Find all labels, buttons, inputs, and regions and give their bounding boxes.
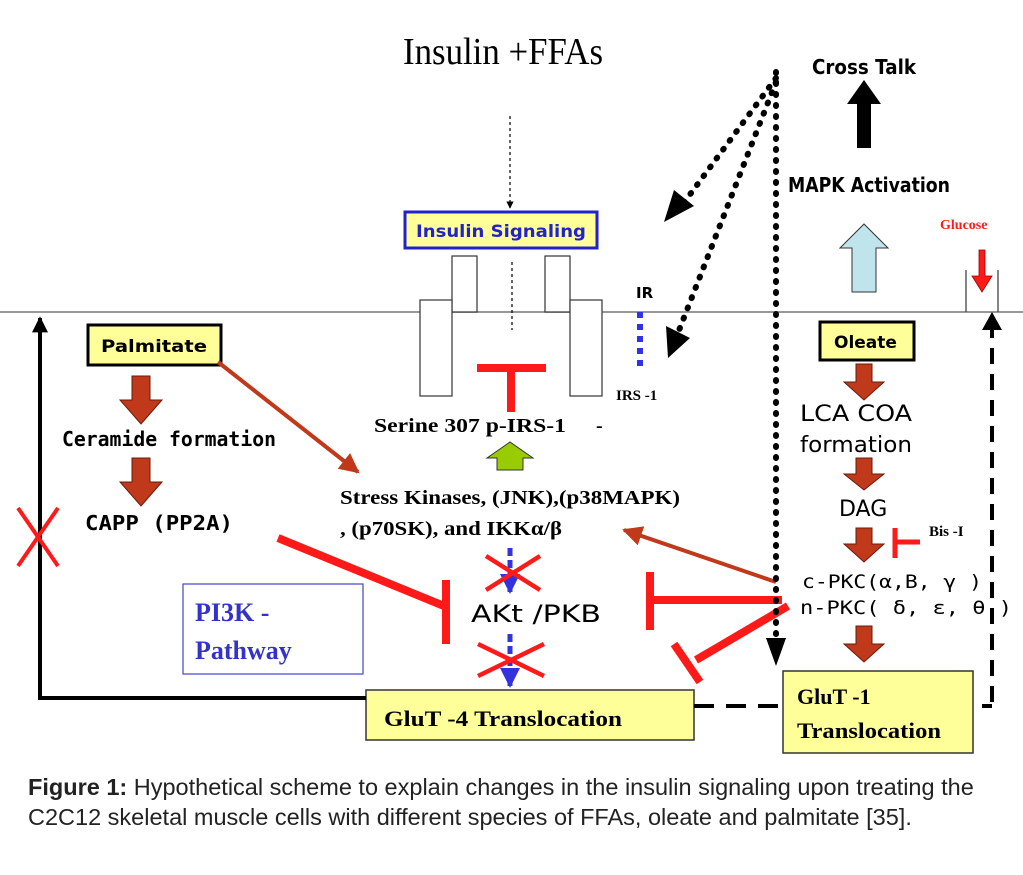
oleate-label: Oleate bbox=[834, 333, 897, 353]
npkc-label: n-PKC( δ, ε, θ ) bbox=[800, 597, 1012, 619]
capp-label: CAPP (PP2A) bbox=[85, 511, 233, 535]
caption-label: Figure 1: bbox=[28, 774, 128, 800]
glut1-label-line1: GluT -1 bbox=[797, 684, 871, 709]
stress-kinases-line1: Stress Kinases, (JNK),(p38MAPK) bbox=[340, 487, 680, 509]
insulin-receptor bbox=[419, 255, 603, 397]
akt-label: AKt /PKB bbox=[471, 600, 601, 628]
glut4-loop-block-x bbox=[16, 506, 60, 568]
palmitate-to-ceramide-arrow bbox=[118, 375, 164, 425]
glucose-entry-arrow bbox=[971, 249, 993, 293]
figure-caption: Figure 1: Hypothetical scheme to explain… bbox=[28, 772, 998, 832]
pkc-inhibits-glut4 bbox=[670, 602, 791, 685]
dag-to-pkc-arrow bbox=[842, 527, 886, 563]
green-up-arrow bbox=[485, 441, 535, 471]
pi3k-label-line2: Pathway bbox=[195, 636, 292, 665]
lca-label-line1: LCA COA bbox=[800, 402, 912, 427]
glut1-translocation-box bbox=[782, 670, 974, 754]
pkc-inhibits-akt bbox=[646, 572, 782, 630]
capp-inhibits-akt bbox=[276, 534, 450, 644]
ceramide-to-capp-arrow bbox=[118, 457, 164, 507]
serine-inhibition-bar bbox=[477, 364, 546, 412]
irs1-label: IRS -1 bbox=[616, 388, 657, 404]
crosstalk-arrowhead-2 bbox=[666, 326, 690, 358]
insulin-signaling-label: Insulin Signaling bbox=[416, 222, 586, 242]
insulin-signaling-box bbox=[403, 210, 599, 250]
glut1-loop-arrowhead bbox=[982, 312, 1002, 330]
glucose-label: Glucose bbox=[940, 218, 987, 233]
glut4-membrane-loop-arrow bbox=[32, 316, 366, 700]
lca-to-dag-arrow bbox=[842, 457, 886, 491]
akt-upstream-block-x bbox=[484, 554, 542, 592]
glut4-label: GluT -4 Translocation bbox=[384, 706, 622, 731]
oleate-to-mapk-arrow bbox=[838, 223, 890, 293]
pi3k-pathway-box bbox=[182, 583, 364, 675]
crosstalk-dotted-arrows bbox=[673, 69, 779, 643]
cpkc-label: c-PKC(α,B, γ ) bbox=[802, 571, 982, 593]
stress-kinases-line2: , (p70SK), and IKKα/β bbox=[340, 518, 562, 540]
serine-dash: - bbox=[596, 415, 603, 437]
lca-label-line2: formation bbox=[800, 433, 912, 458]
glut4-translocation-box bbox=[365, 689, 695, 741]
crosstalk-arrowhead-3 bbox=[766, 638, 786, 666]
glut1-label-line2: Translocation bbox=[797, 718, 941, 743]
caption-text: Hypothetical scheme to explain changes i… bbox=[28, 774, 974, 830]
palmitate-to-stress-arrow bbox=[216, 360, 360, 474]
mapk-activation-label: MAPK Activation bbox=[788, 173, 950, 197]
pkc-to-stress-arrow bbox=[622, 526, 777, 584]
palmitate-box bbox=[86, 323, 223, 367]
serine-label: Serine 307 p-IRS-1 bbox=[374, 415, 566, 437]
cross-talk-label: Cross Talk bbox=[812, 55, 917, 79]
pi3k-label-line1: PI3K - bbox=[195, 598, 269, 627]
diagram-title: Insulin +FFAs bbox=[403, 31, 603, 73]
crosstalk-arrowhead-1 bbox=[664, 190, 694, 222]
akt-downstream-block-x bbox=[477, 641, 545, 679]
oleate-box bbox=[818, 320, 916, 362]
dag-label: DAG bbox=[839, 497, 887, 522]
ir-label: IR bbox=[636, 284, 654, 302]
bis-label: Bis -I bbox=[929, 524, 964, 540]
bis-inhibits-pkc bbox=[892, 528, 920, 558]
pkc-to-glut1-arrow bbox=[842, 625, 886, 663]
mapk-to-crosstalk-arrow bbox=[847, 80, 881, 148]
oleate-to-lca-arrow bbox=[842, 363, 886, 401]
palmitate-label: Palmitate bbox=[101, 337, 207, 357]
ceramide-label: Ceramide formation bbox=[62, 427, 276, 451]
